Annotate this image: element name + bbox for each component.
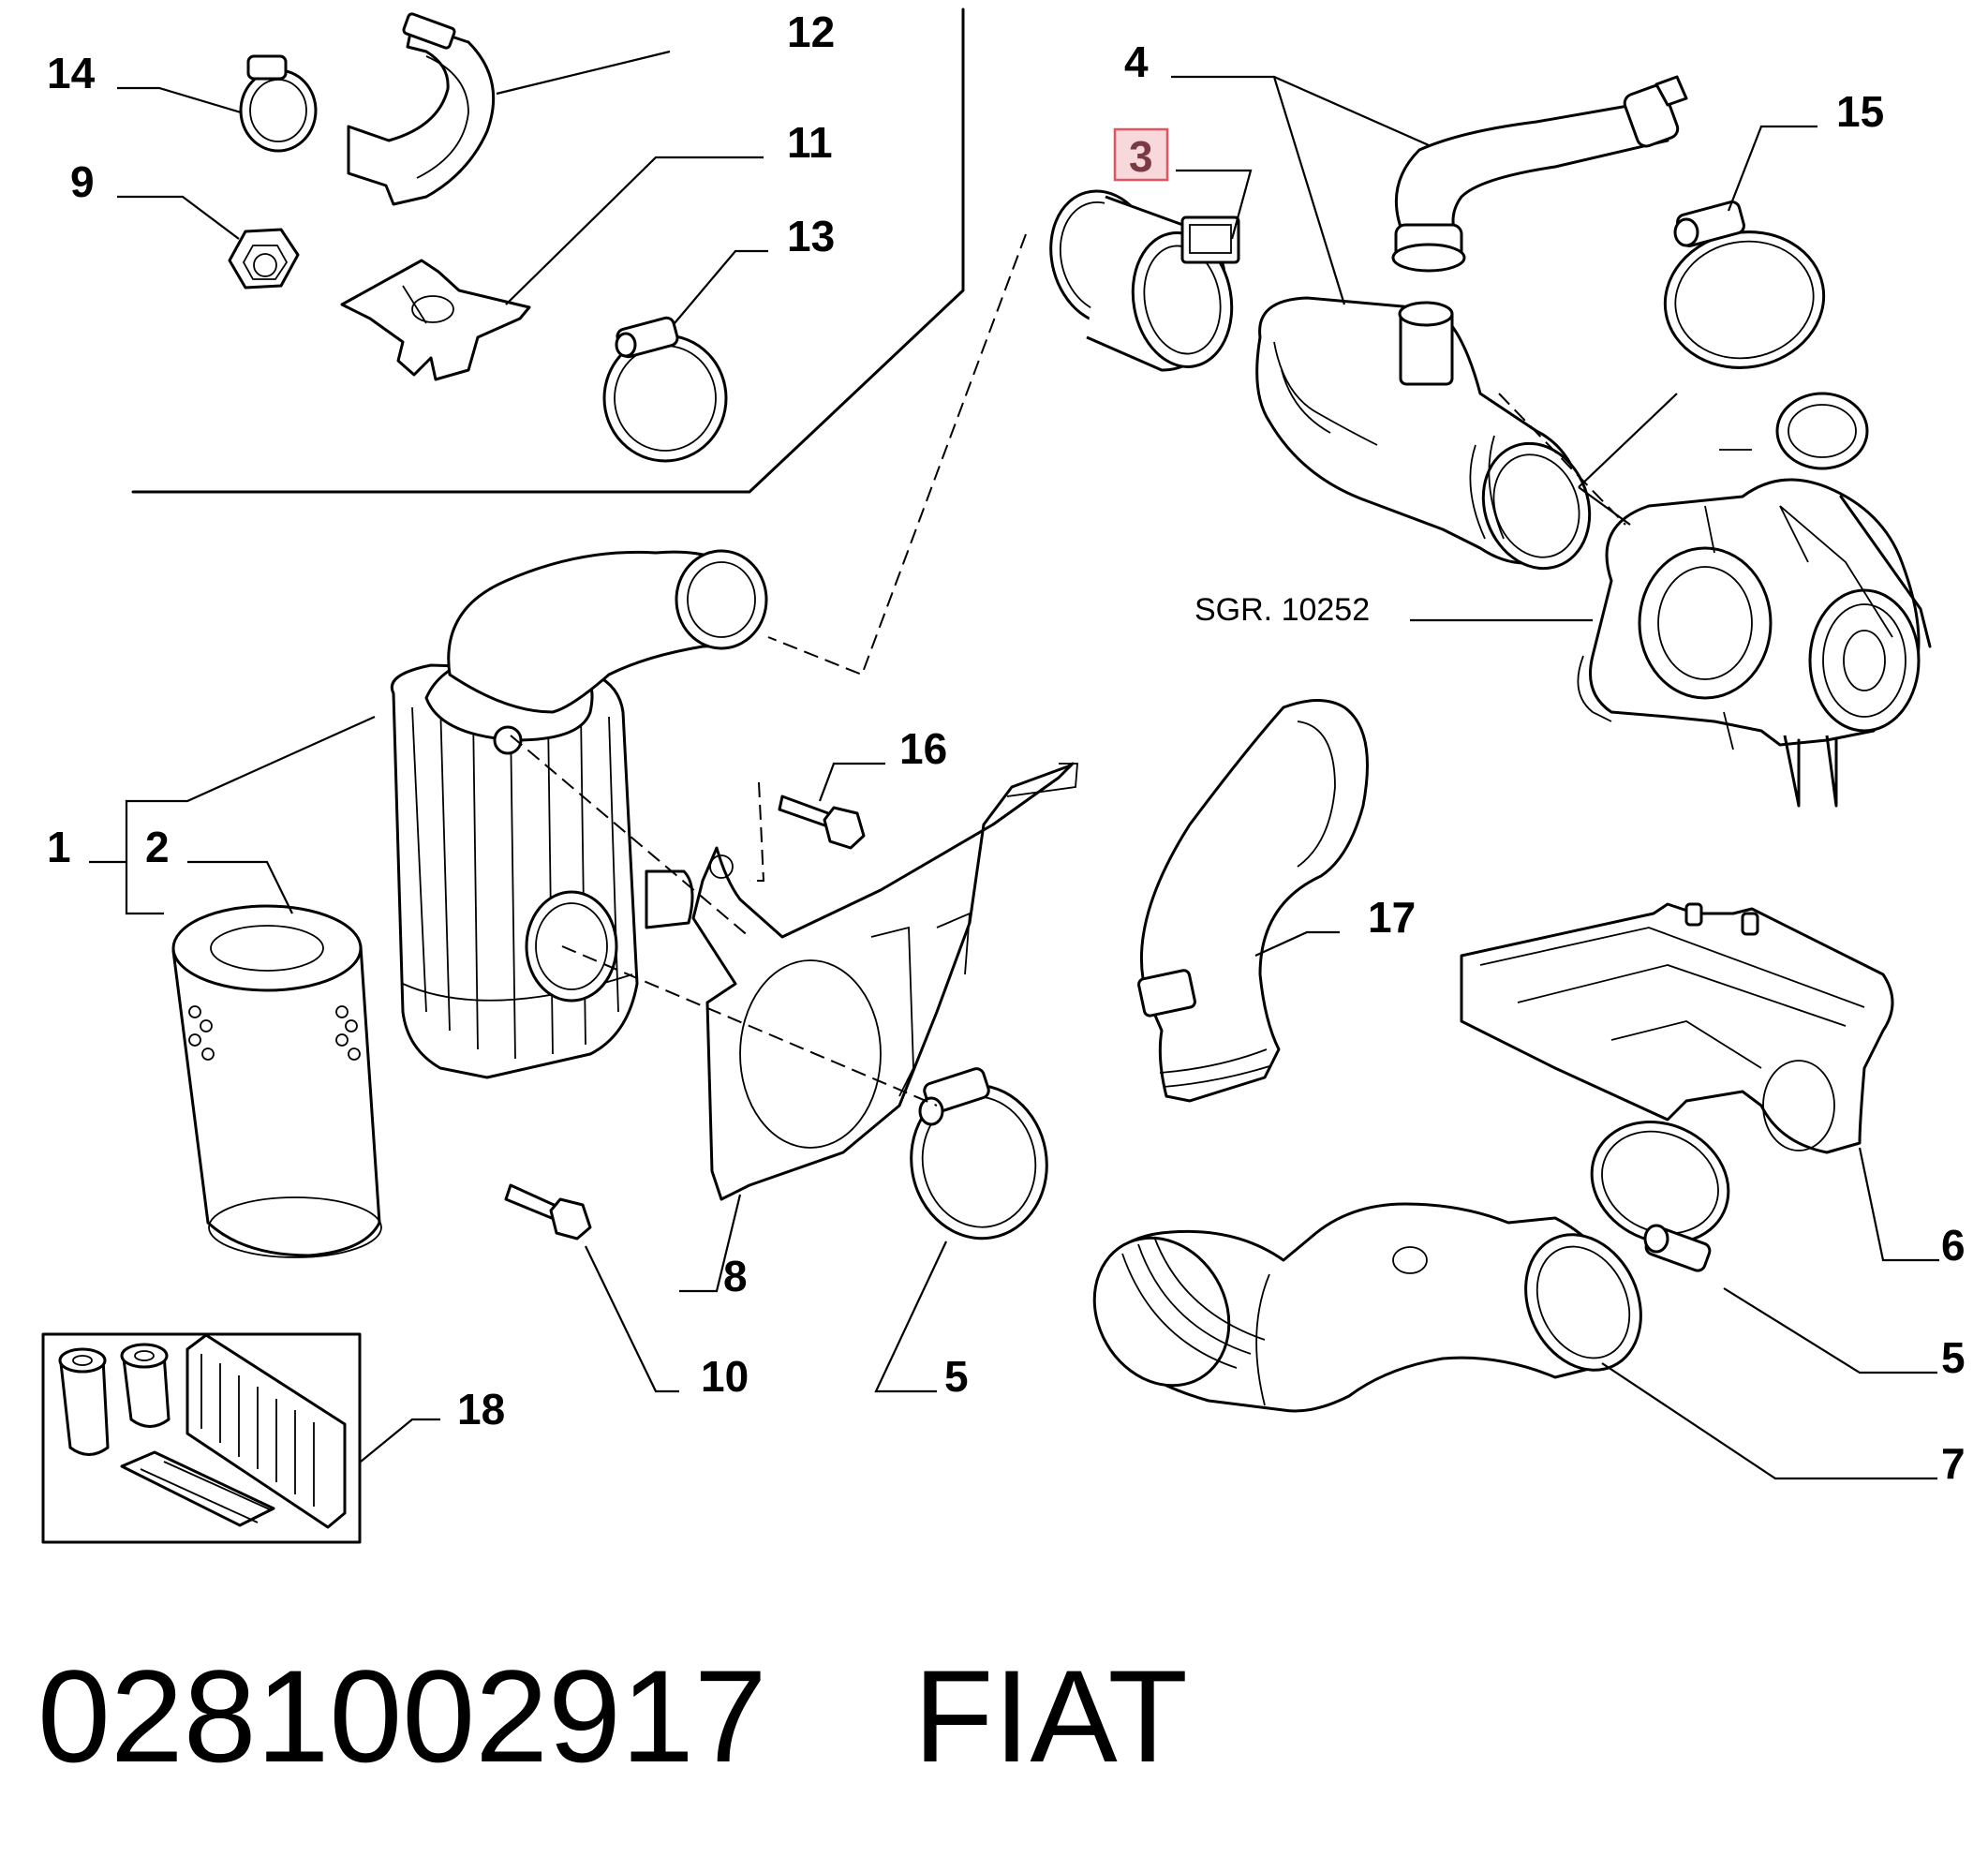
part-3-air-mass-meter (1049, 189, 1240, 372)
leader-lines (89, 50, 1939, 1480)
callout-10: 10 (701, 1352, 749, 1401)
part-11-mount-plate (340, 259, 531, 381)
callout-3: 3 (1129, 132, 1153, 181)
inset-separator-line (131, 7, 965, 494)
turbocharger (1577, 392, 1932, 808)
callout-17: 17 (1368, 893, 1416, 942)
part-13-hose-clamp (602, 316, 728, 463)
callout-2: 2 (145, 823, 170, 871)
callout-labels: 14 12 9 11 13 4 3 15 SGR. 10252 1 2 16 1… (47, 7, 1966, 1488)
part-6-air-box (1460, 902, 1894, 1154)
callout-15: 15 (1836, 87, 1884, 136)
part-5-hose-clamp-left (910, 1067, 1048, 1240)
callout-1: 1 (47, 823, 71, 871)
filter-perforations (188, 1005, 361, 1061)
air-filter-panel (185, 1333, 347, 1529)
part-9-nut (228, 228, 300, 290)
part-10-bolt (504, 1183, 592, 1240)
callout-11: 11 (787, 118, 833, 167)
assembly-dashed-line-3 (1498, 393, 1626, 526)
callout-5b: 5 (1941, 1333, 1966, 1382)
part-1-air-filter-housing (391, 549, 768, 1079)
callout-7: 7 (1941, 1439, 1966, 1488)
part-4-hose (1391, 75, 1688, 273)
brand-name: FIAT (913, 1642, 1188, 1790)
footer: 0281002917 FIAT (37, 1642, 1188, 1790)
cabin-filter (120, 1450, 275, 1527)
assembly-dashed-line (767, 233, 1027, 676)
part-7-intake-hose (1092, 1202, 1642, 1413)
callout-14: 14 (47, 49, 96, 97)
part-15-hose-clamp (1663, 201, 1826, 369)
highlight-box (1113, 127, 1169, 182)
assembly-dashed-line-2 (510, 735, 938, 1107)
turbo-intake-duct (1255, 296, 1592, 571)
callout-12: 12 (787, 7, 835, 56)
callout-5a: 5 (944, 1352, 969, 1401)
part-18-filter-kit (41, 1332, 362, 1544)
part-5-hose-clamp-right (1590, 1120, 1730, 1272)
part-number: 0281002917 (37, 1642, 767, 1790)
callout-6: 6 (1941, 1221, 1966, 1270)
oil-filter-2 (120, 1343, 171, 1428)
callout-3-highlight: 3 (1113, 127, 1169, 182)
part-14-hose-clamp (239, 54, 318, 153)
callout-16: 16 (899, 724, 947, 773)
callout-13: 13 (787, 212, 835, 260)
callout-18: 18 (457, 1385, 505, 1434)
callout-4: 4 (1124, 37, 1149, 86)
callout-8: 8 (723, 1252, 748, 1300)
part-8-bracket (691, 762, 1078, 1201)
part-12-bracket (347, 12, 496, 206)
oil-filter-1 (58, 1347, 110, 1456)
part-2-filter-element (171, 904, 382, 1258)
callout-9: 9 (70, 157, 95, 206)
reference-label: SGR. 10252 (1194, 592, 1370, 628)
part-16-bolt (778, 795, 866, 850)
part-17-hose (1137, 699, 1369, 1103)
